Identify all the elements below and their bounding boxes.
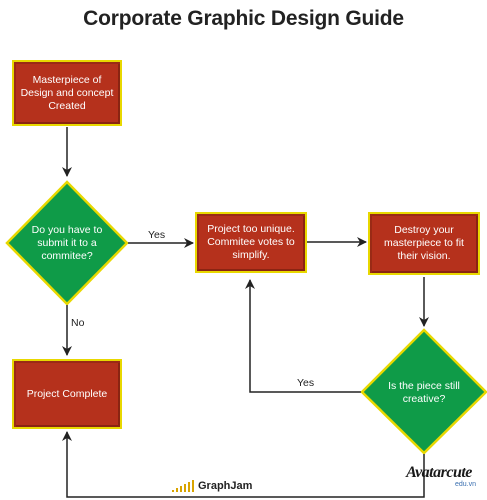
watermark: Avatarcute edu.vn [396,465,482,489]
graphjam-logo: GraphJam [172,480,252,492]
page-title: Corporate Graphic Design Guide [83,7,404,30]
graphjam-brand: GraphJam [198,480,253,492]
arrow-creative-yes-loop [245,279,361,393]
arrow-bottom-loop-to-complete [62,431,425,498]
submit-decision-diamond [5,180,129,306]
creative-decision-text: Is the piece still creative? [388,379,460,405]
edge-label-no-submit: No [71,317,85,329]
node-too-unique: Project too unique. Commitee votes to si… [195,212,307,273]
bar-chart-icon [172,480,194,492]
edge-label-yes-creative: Yes [297,377,315,389]
node-complete: Project Complete [12,359,122,429]
creative-decision-diamond [360,328,487,455]
node-start: Masterpiece of Design and concept Create… [12,60,122,126]
edge-label-yes-submit: Yes [148,229,166,241]
watermark-sub: edu.vn [454,481,476,488]
node-destroy: Destroy your masterpiece to fit their vi… [368,212,480,275]
watermark-main: Avatarcute [406,464,472,481]
submit-decision-text: Do you have to submit it to a commitee? [31,223,103,262]
